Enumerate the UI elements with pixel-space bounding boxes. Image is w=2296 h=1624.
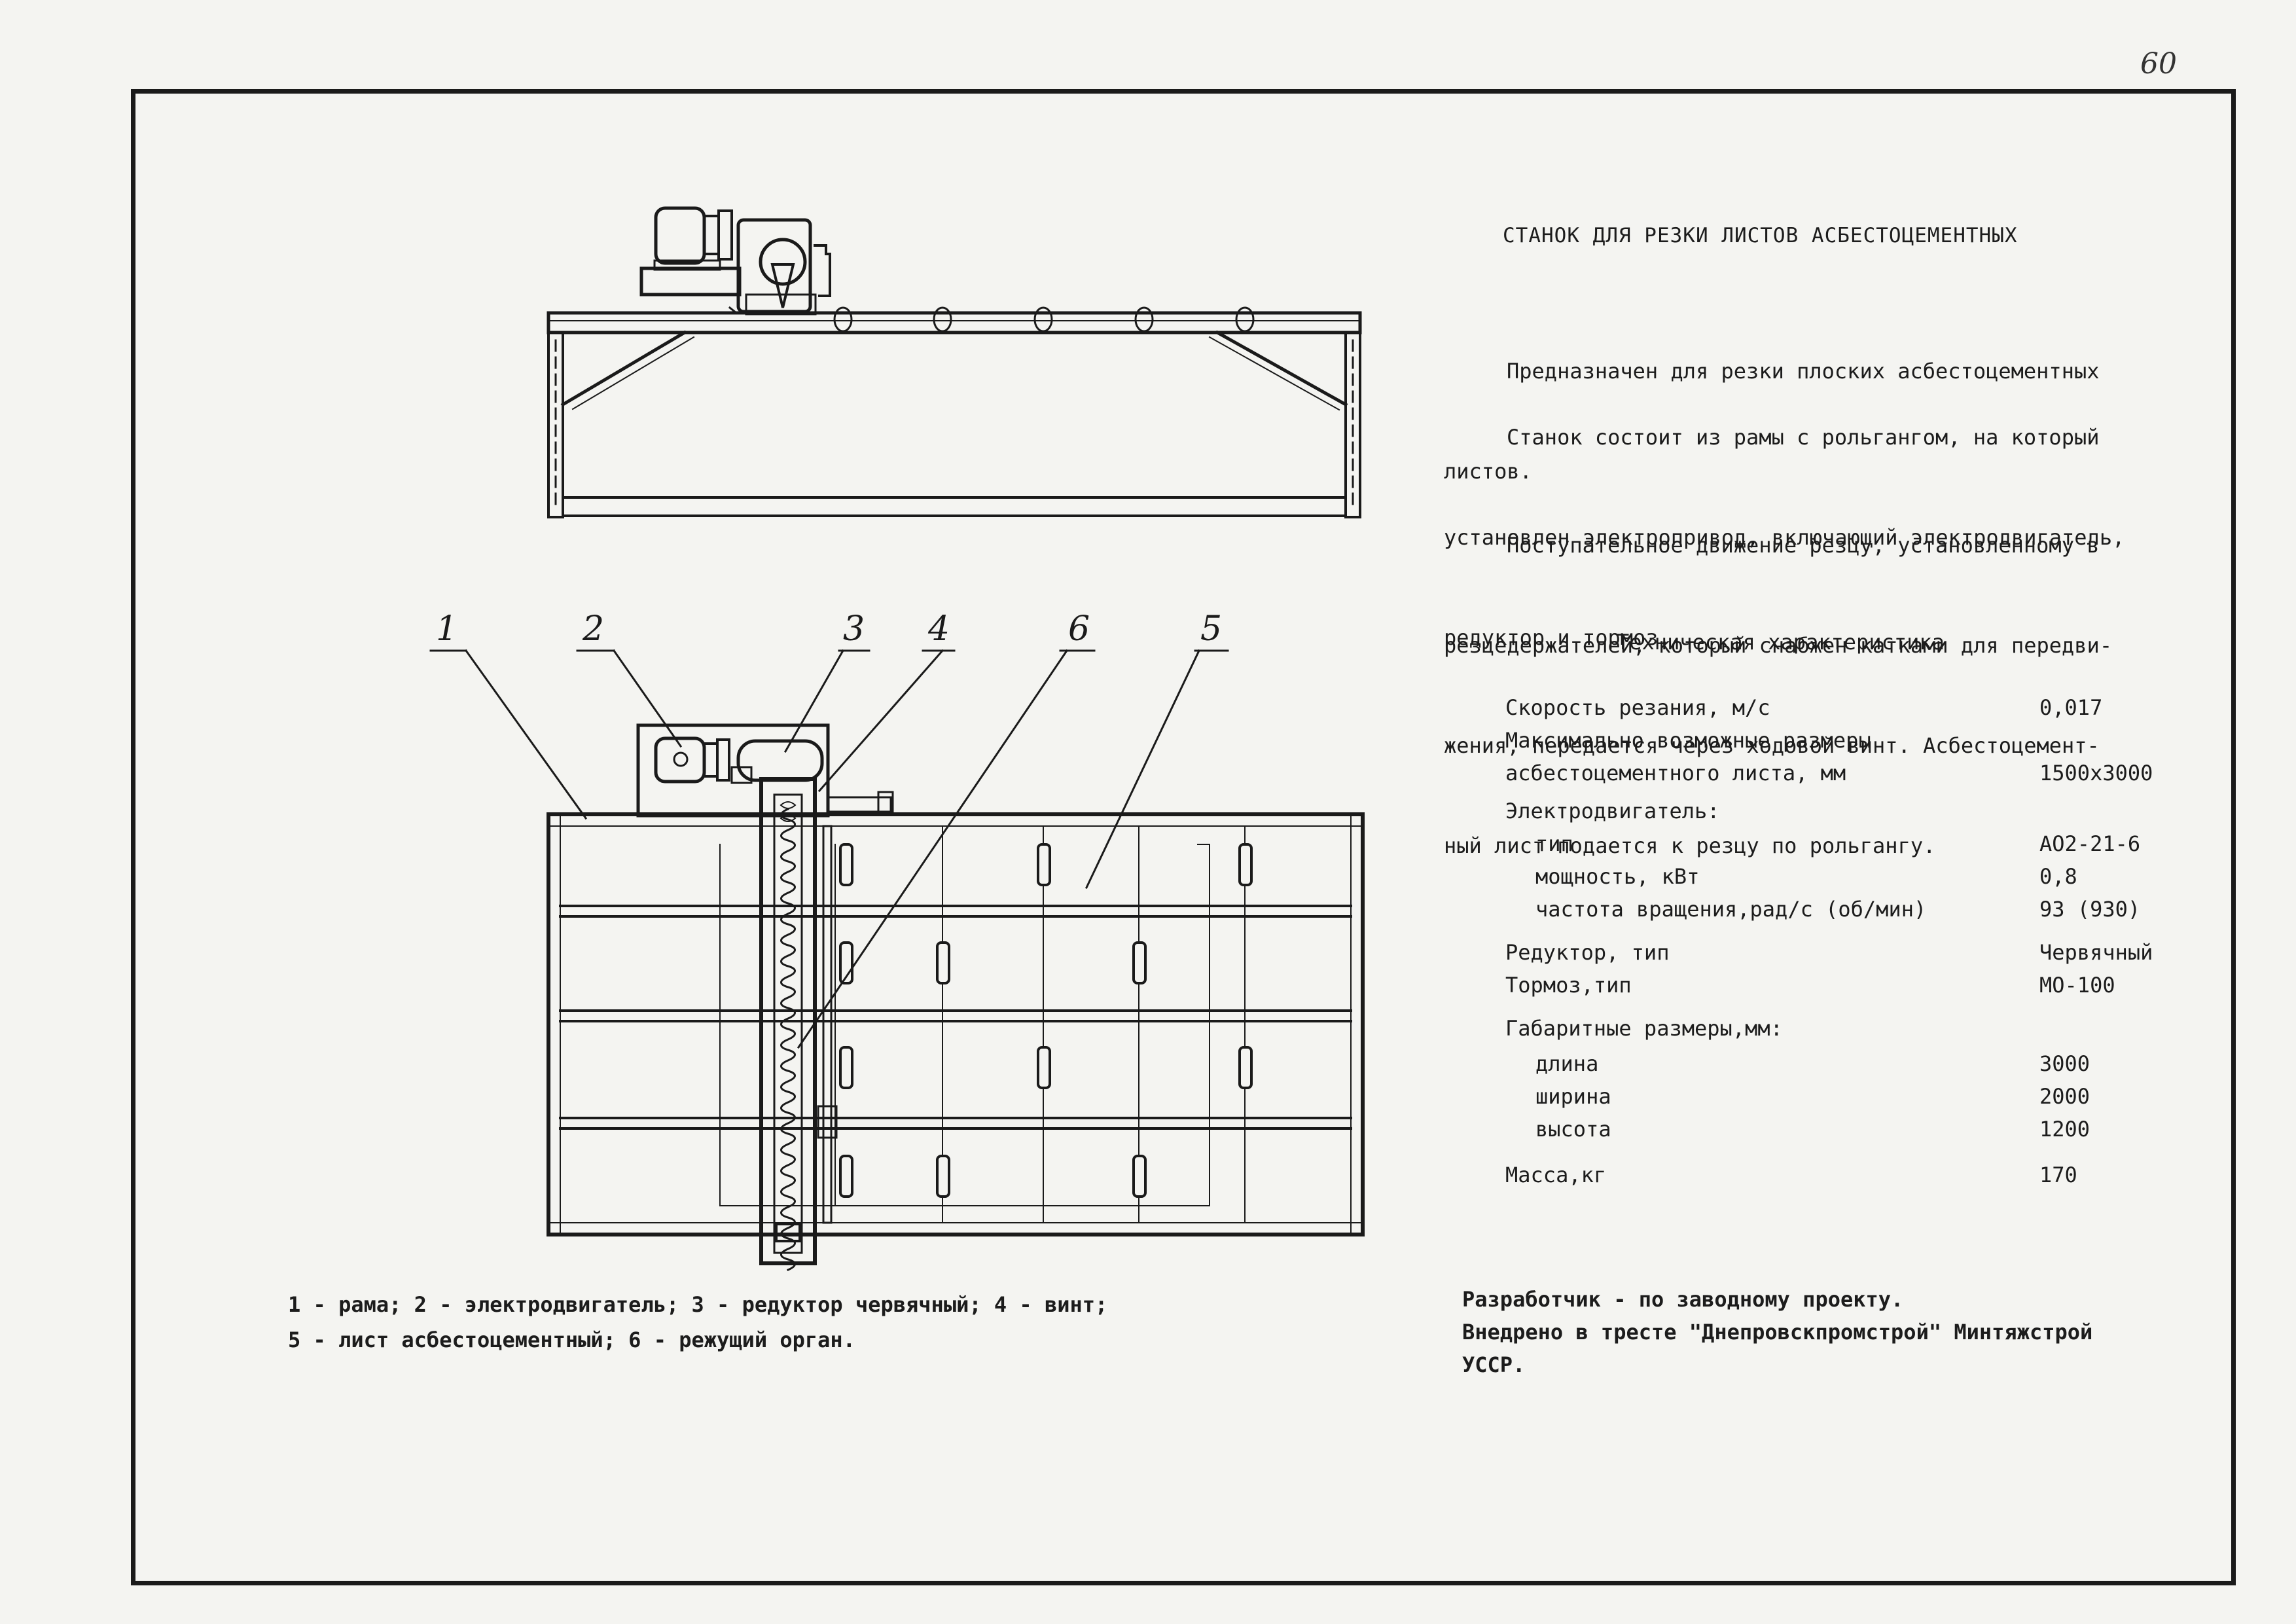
spec-label: ширина <box>1535 1084 1611 1109</box>
spec-value: 0,8 <box>2039 864 2077 889</box>
callout-4: 4 <box>927 609 950 649</box>
callout-6: 6 <box>1068 609 1090 649</box>
legend-caption-line-1: 1 - рама; 2 - электродвигатель; 3 - реду… <box>288 1292 1108 1317</box>
plan-view <box>547 723 1365 1271</box>
spec-label: Электродвигатель: <box>1505 799 1720 823</box>
spec-value: 170 <box>2039 1163 2077 1187</box>
document-title: СТАНОК ДЛЯ РЕЗКИ ЛИСТОВ АСБЕСТОЦЕМЕНТНЫХ <box>1503 224 2018 247</box>
page-number: 60 <box>2140 47 2177 81</box>
legend-caption-line-2: 5 - лист асбестоцементный; 6 - режущий о… <box>288 1327 855 1352</box>
spec-label: длина <box>1535 1051 1599 1076</box>
callout-5: 5 <box>1200 609 1222 649</box>
spec-label: высота <box>1535 1117 1611 1142</box>
description-line: Предназначен для резки плоских асбестоце… <box>1507 359 2100 384</box>
spec-label: Масса,кг <box>1505 1163 1607 1187</box>
description-line: Поступательное движение резцу, установле… <box>1507 533 2100 558</box>
spec-label: частота вращения,рад/с (об/мин) <box>1535 897 1927 922</box>
tech-spec-heading: Техническая характеристика <box>1617 630 1945 655</box>
description-line: Станок состоит из рамы с рольгангом, на … <box>1507 425 2100 450</box>
drawing-sheet-frame <box>131 89 2236 1585</box>
description-paragraph-1: Предназначен для резки плоских асбестоце… <box>1444 288 2197 522</box>
spec-value: 93 (930) <box>2039 897 2141 922</box>
callout-2: 2 <box>582 609 604 649</box>
spec-value: Червячный <box>2039 940 2153 965</box>
description-paragraph-2: Станок состоит из рамы с рольгангом, на … <box>1444 354 2197 688</box>
spec-label: тип <box>1535 831 1573 856</box>
spec-label: мощность, кВт <box>1535 864 1700 889</box>
callout-1: 1 <box>436 609 457 649</box>
description-line: редуктор и тормоз. <box>1444 625 1671 650</box>
spec-label: Тормоз,тип <box>1505 973 1632 998</box>
callout-numbers: 1 2 3 4 6 5 <box>436 609 1222 649</box>
description-line: листов. <box>1444 459 1532 484</box>
description-line: резцедержателей, который снабжен катками… <box>1444 633 2113 658</box>
lead-screw <box>780 808 796 1271</box>
callout-3: 3 <box>843 609 865 649</box>
spec-value: АО2-21-6 <box>2039 831 2141 856</box>
spec-label: Скорость резания, м/с <box>1505 695 1770 720</box>
callout-leaders <box>429 649 1229 1049</box>
spec-label: Редуктор, тип <box>1505 940 1670 965</box>
footer-developer: Разработчик - по заводному проекту. <box>1462 1287 1904 1312</box>
description-line: ный лист подается к резцу по рольгангу. <box>1444 833 1936 858</box>
side-elevation-view <box>547 206 1362 518</box>
description-line: жения, передается через ходовой винт. Ас… <box>1444 733 2100 758</box>
spec-value: 3000 <box>2039 1051 2090 1076</box>
spec-value: 2000 <box>2039 1084 2090 1109</box>
spec-value: 1500х3000 <box>2039 761 2153 785</box>
description-line: установлен электропривод, включающий эле… <box>1444 525 2125 550</box>
spec-label: асбестоцементного листа, мм <box>1505 761 1846 785</box>
spec-value: 0,017 <box>2039 695 2103 720</box>
spec-value: МО-100 <box>2039 973 2115 998</box>
spec-label: Максимально возможные размеры <box>1505 728 1871 753</box>
description-paragraph-3: Поступательное движение резцу, установле… <box>1444 462 2197 896</box>
footer-ussr: УССР. <box>1462 1352 1526 1377</box>
spec-label: Габаритные размеры,мм: <box>1505 1016 1783 1041</box>
spec-value: 1200 <box>2039 1117 2090 1142</box>
footer-implemented: Внедрено в тресте "Днепровскпромстрой" М… <box>1462 1320 2093 1344</box>
